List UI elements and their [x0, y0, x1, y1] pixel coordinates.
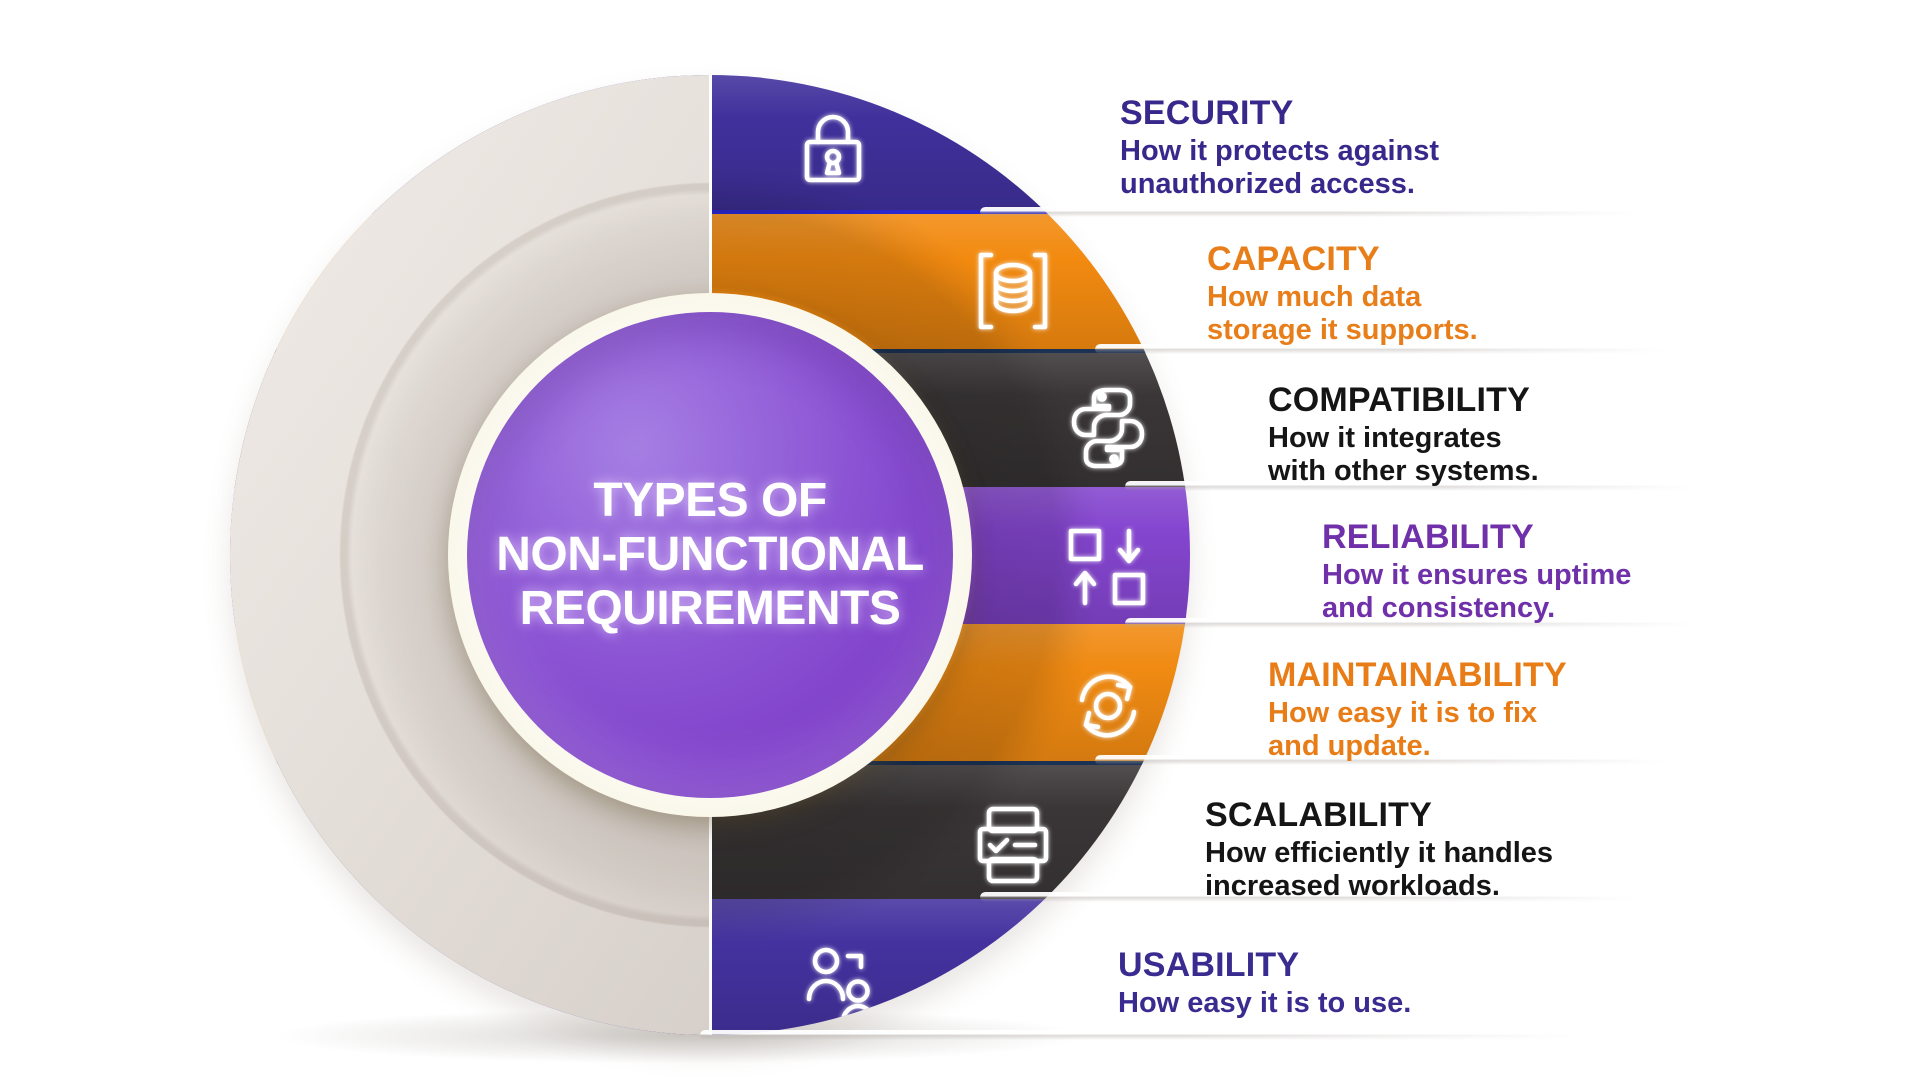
- segment-desc-line: How much data: [1207, 281, 1422, 313]
- sync-icon: [1060, 658, 1156, 754]
- segment-heading: USABILITY: [1118, 946, 1300, 984]
- page-title: TYPES OF NON-FUNCTIONAL REQUIREMENTS: [475, 474, 945, 636]
- segment-desc-line: and update.: [1268, 730, 1431, 762]
- divider-swoosh-4: [1125, 618, 1695, 628]
- segment-heading: COMPATIBILITY: [1268, 381, 1530, 419]
- divider-swoosh-1: [980, 207, 1640, 217]
- segment-label-scalability: SCALABILITY How efficiently it handles i…: [1205, 796, 1605, 903]
- segment-desc-line: and consistency.: [1322, 592, 1556, 624]
- segment-heading: SCALABILITY: [1205, 796, 1432, 834]
- segment-desc-line: increased workloads.: [1205, 870, 1500, 902]
- lock-icon: [785, 102, 881, 198]
- swap-icon: [1059, 519, 1155, 615]
- segment-label-compatibility: COMPATIBILITY How it integrates with oth…: [1268, 381, 1608, 488]
- divider-swoosh-6: [980, 892, 1640, 902]
- segment-label-capacity: CAPACITY How much data storage it suppor…: [1207, 240, 1547, 347]
- segment-desc-line: unauthorized access.: [1120, 168, 1415, 200]
- nfr-donut: TYPES OF NON-FUNCTIONAL REQUIREMENTS: [230, 75, 1190, 1035]
- segment-label-usability: USABILITY How easy it is to use.: [1118, 946, 1538, 1020]
- segment-desc-line: How efficiently it handles: [1205, 837, 1554, 869]
- segment-label-maintainability: MAINTAINABILITY How easy it is to fix an…: [1268, 656, 1628, 763]
- database-icon: [965, 243, 1061, 339]
- segment-desc-line: How it ensures uptime: [1322, 559, 1632, 591]
- segment-heading: SECURITY: [1120, 94, 1294, 132]
- segment-desc-line: with other systems.: [1268, 455, 1539, 487]
- segment-desc-line: How easy it is to fix: [1268, 697, 1538, 729]
- segment-desc-line: How it protects against: [1120, 135, 1440, 167]
- title-line-2: NON-FUNCTIONAL: [496, 528, 924, 581]
- segment-desc-line: storage it supports.: [1207, 314, 1478, 346]
- center-circle: TYPES OF NON-FUNCTIONAL REQUIREMENTS: [467, 312, 953, 798]
- segment-heading: MAINTAINABILITY: [1268, 656, 1567, 694]
- segment-label-reliability: RELIABILITY How it ensures uptime and co…: [1322, 518, 1682, 625]
- segment-heading: CAPACITY: [1207, 240, 1380, 278]
- users-icon: [795, 936, 891, 1032]
- segment-desc-line: How easy it is to use.: [1118, 987, 1412, 1019]
- divider-swoosh-5: [1095, 755, 1665, 765]
- segment-label-security: SECURITY How it protects against unautho…: [1120, 94, 1480, 201]
- divider-swoosh-7: [700, 1030, 1580, 1040]
- title-line-3: REQUIREMENTS: [519, 582, 901, 635]
- divider-swoosh-3: [1125, 481, 1695, 491]
- python-icon: [1060, 380, 1156, 476]
- divider-swoosh-2: [1095, 344, 1665, 354]
- title-line-1: TYPES OF: [593, 474, 827, 527]
- segment-desc-line: How it integrates: [1268, 422, 1502, 454]
- segment-heading: RELIABILITY: [1322, 518, 1534, 556]
- server-icon: [965, 797, 1061, 893]
